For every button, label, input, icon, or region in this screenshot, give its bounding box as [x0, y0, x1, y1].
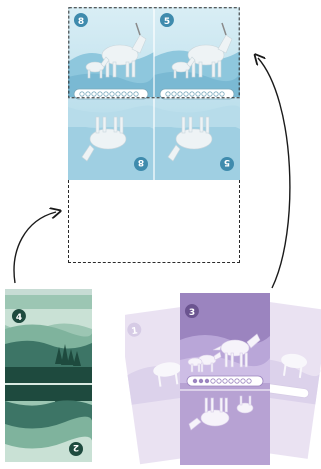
forest-card[interactable]: 4 2 — [5, 289, 92, 462]
svg-text:3: 3 — [189, 308, 195, 318]
card-number-badge: 3 — [185, 304, 199, 318]
purple-card-center[interactable]: 3 — [180, 293, 270, 465]
purple-card-fan: 1 — [125, 290, 321, 469]
svg-text:2: 2 — [73, 442, 79, 452]
svg-text:4: 4 — [16, 313, 22, 323]
arrow-icon — [14, 212, 56, 283]
population-meter — [187, 376, 263, 386]
arrow-icon — [258, 58, 290, 288]
card-number-badge: 4 — [12, 309, 26, 323]
card-number-badge: 2 — [69, 442, 83, 456]
